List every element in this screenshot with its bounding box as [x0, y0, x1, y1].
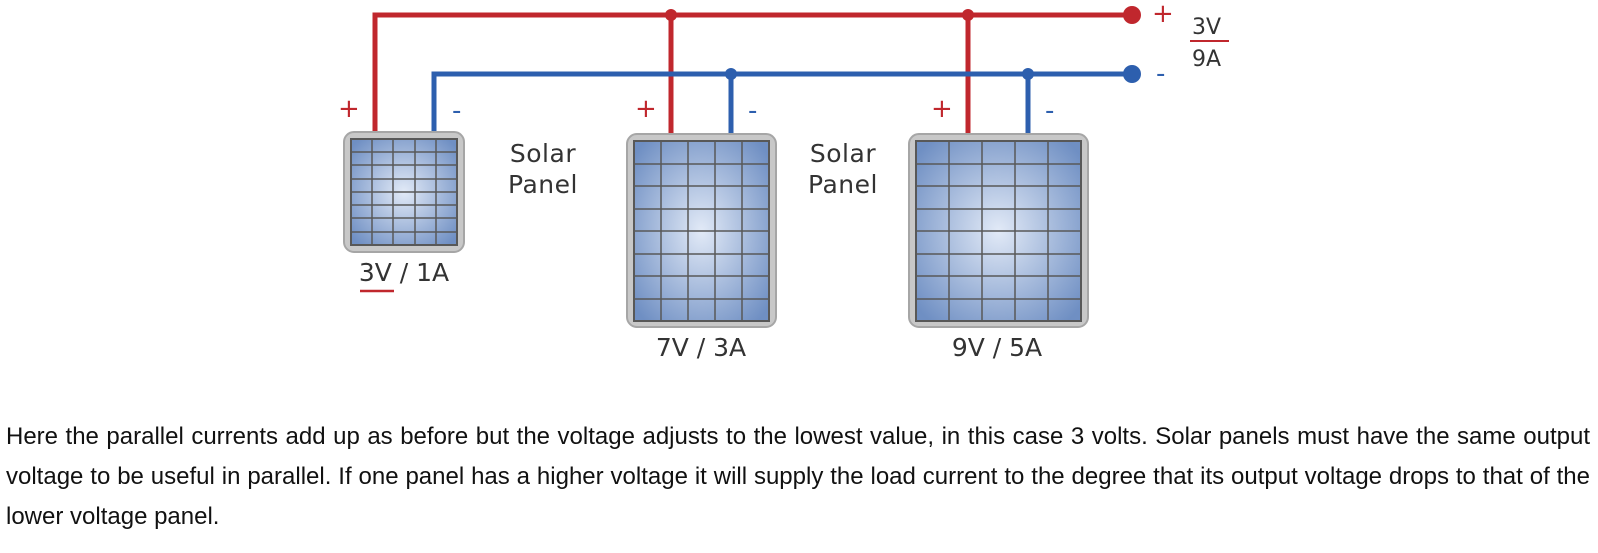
solar-panel-label-2-line2: Panel [808, 170, 878, 199]
solar-panel-label-1-line1: Solar [510, 139, 576, 168]
solar-panel-1 [343, 131, 465, 253]
panel-3-rating: 9V / 5A [952, 333, 1042, 362]
panel-3-plus-sign: + [931, 94, 953, 124]
negative-bus-wire [431, 71, 1132, 132]
positive-junction-dot [665, 9, 677, 21]
negative-junction-dot [725, 68, 737, 80]
panel-grid [634, 141, 769, 321]
panel-1-minus-sign: - [452, 96, 461, 126]
solar-panel-2 [626, 133, 777, 328]
panel-1-plus-sign: + [338, 94, 360, 124]
output-voltage: 3V [1192, 15, 1221, 40]
solar-panel-label-2-line1: Solar [810, 139, 876, 168]
solar-panel-3 [908, 133, 1089, 328]
negative-output-terminal [1123, 65, 1141, 83]
output-minus-sign: - [1156, 59, 1165, 89]
output-plus-sign: + [1152, 0, 1174, 29]
solar-panel-label-1-line2: Panel [508, 170, 578, 199]
panel-2-plus-sign: + [635, 94, 657, 124]
panel-grid [351, 139, 457, 245]
negative-junction-dot [1022, 68, 1034, 80]
positive-bus-wire [372, 12, 1132, 132]
positive-junction-dot [962, 9, 974, 21]
output-current: 9A [1192, 47, 1221, 72]
panel-grid [916, 141, 1081, 321]
explanation-paragraph: Here the parallel currents add up as bef… [6, 423, 1590, 530]
panel-2-rating: 7V / 3A [656, 333, 746, 362]
positive-output-terminal [1123, 6, 1141, 24]
panel-3-minus-sign: - [1045, 96, 1054, 126]
panel-1-rating: 3V / 1A [359, 258, 449, 287]
parallel-solar-panel-diagram: + - 3V 9A + - 3V / 1A + - 7V / 3 [338, 0, 1229, 362]
panel-2-minus-sign: - [748, 96, 757, 126]
